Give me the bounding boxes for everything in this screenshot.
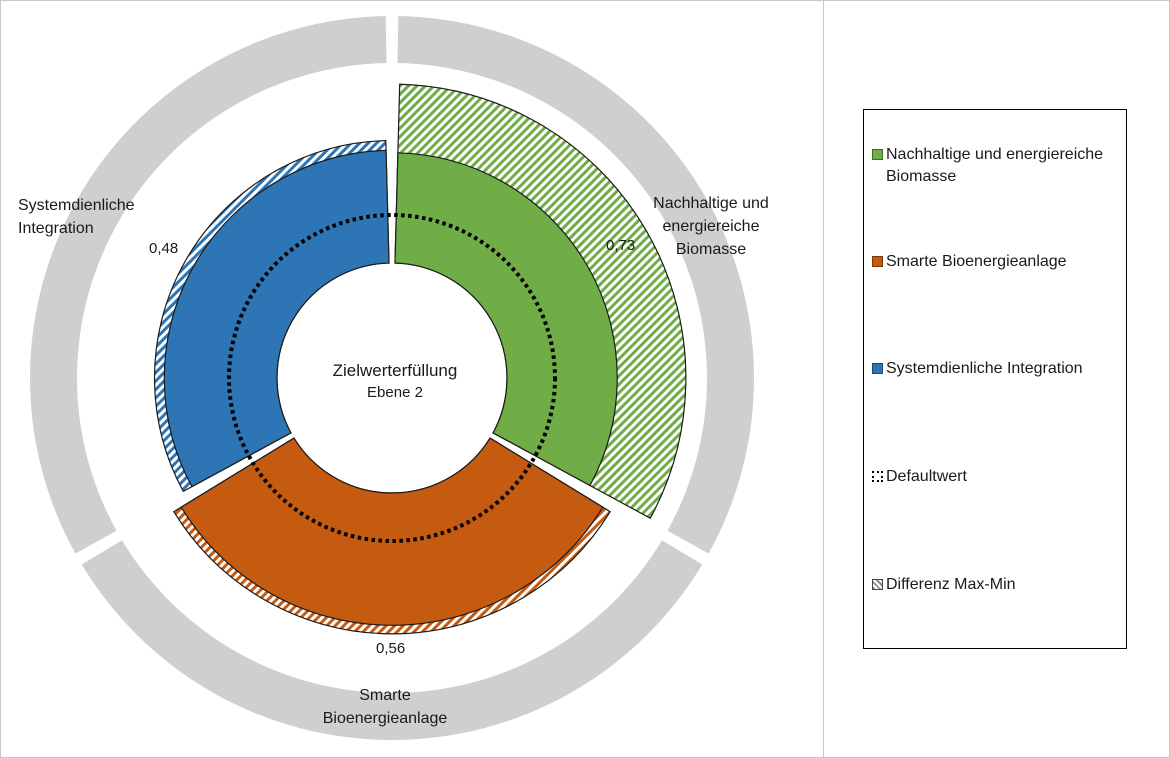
outer-ring-segment-bioenergieanlage <box>81 540 703 740</box>
segment-label-biomasse: Nachhaltige und energiereiche Biomasse <box>653 195 769 258</box>
outer-ring-segment-integration <box>29 16 387 554</box>
legend-label: Defaultwert <box>886 468 967 485</box>
legend-label: Systemdienliche Integration <box>886 360 1083 377</box>
value-segment-biomasse <box>394 152 618 487</box>
segment-label-integration: Systemdienliche Integration <box>18 197 135 237</box>
panel-divider <box>823 0 824 758</box>
legend-label: Nachhaltige und energiereiche Biomasse <box>886 146 1104 185</box>
center-title: Zielwerterfüllung <box>332 361 458 380</box>
outer-ring-segment-biomasse <box>397 16 754 554</box>
segment-label-bioenergieanlage: Smarte Bioenergieanlage <box>322 687 448 727</box>
default-value-circle <box>227 213 557 543</box>
legend-item-differenz: Differenz Max-Min <box>872 574 1126 596</box>
legend-item-integration: Systemdienliche Integration <box>872 358 1126 380</box>
center-subtitle: Ebene 2 <box>367 384 423 401</box>
legend-swatch-orange <box>872 256 883 267</box>
legend-swatch-hatch <box>872 579 883 590</box>
value-label-integration: 0,48 <box>149 240 179 257</box>
legend-item-bioenergieanlage: Smarte Bioenergieanlage <box>872 251 1126 273</box>
legend-label: Differenz Max-Min <box>886 576 1016 593</box>
legend-swatch-dotted <box>872 471 883 482</box>
legend: Nachhaltige und energiereiche Biomasse S… <box>863 109 1127 649</box>
legend-swatch-blue <box>872 363 883 374</box>
value-label-biomasse: 0,73 <box>606 237 636 254</box>
value-segment-integration <box>163 149 390 488</box>
legend-swatch-green <box>872 149 883 160</box>
legend-label: Smarte Bioenergieanlage <box>886 253 1067 270</box>
value-label-bioenergieanlage: 0,56 <box>376 640 406 657</box>
legend-item-defaultwert: Defaultwert <box>872 466 1126 488</box>
legend-item-biomasse: Nachhaltige und energiereiche Biomasse <box>872 144 1126 188</box>
radial-chart <box>29 16 754 740</box>
value-segment-bioenergieanlage <box>180 437 604 626</box>
